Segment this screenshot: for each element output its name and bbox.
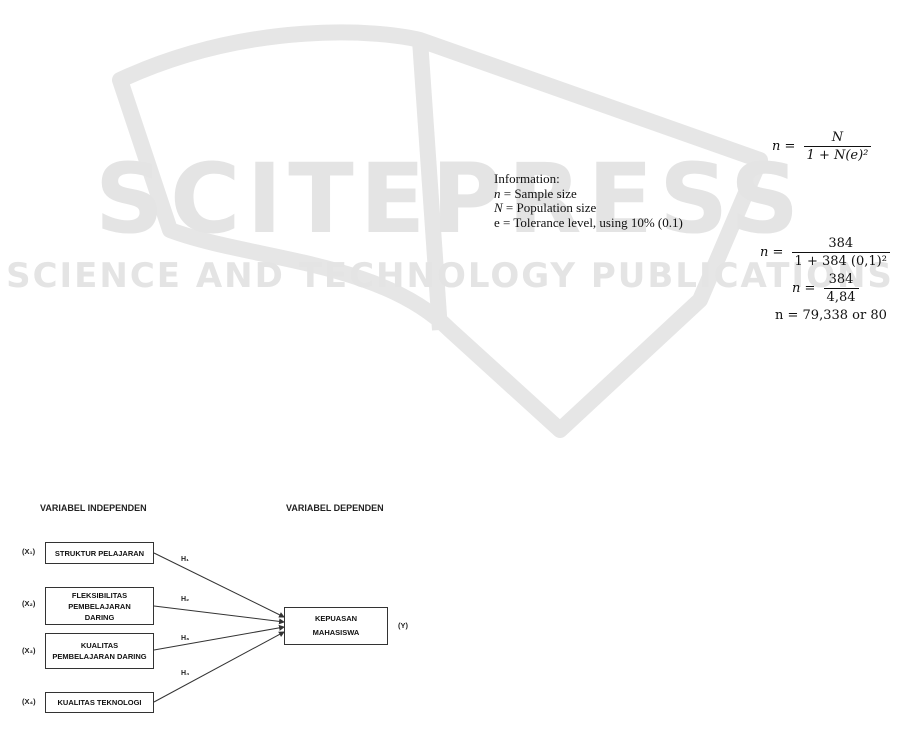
research-model-diagram: VARIABEL INDEPENDEN VARIABEL DEPENDEN (X… bbox=[0, 490, 430, 720]
var-x3: (X₃) bbox=[22, 646, 36, 655]
book-outline-icon bbox=[112, 24, 768, 438]
calc-step2-numerator: 384 bbox=[828, 272, 854, 287]
calc-step1-denominator: 1 + 384 (0,1)² bbox=[791, 252, 890, 269]
calc-step1: n = 384 1 + 384 (0,1)² bbox=[760, 236, 890, 269]
information-block: Information: n = Sample size N = Populat… bbox=[494, 171, 683, 230]
label-h3: H₃ bbox=[181, 635, 190, 642]
arrow-h1 bbox=[153, 552, 285, 618]
information-e: e = Tolerance level, using 10% (0.1) bbox=[494, 214, 683, 230]
N-symbol: N bbox=[494, 200, 503, 215]
box-fleksibilitas: FLEKSIBILITAS PEMBELAJARAN DARING bbox=[45, 587, 154, 625]
calc-step1-fraction: 384 1 + 384 (0,1)² bbox=[791, 236, 890, 269]
var-x1: (X₁) bbox=[22, 547, 36, 556]
label-h2: H₂ bbox=[181, 596, 190, 603]
information-title: Information: bbox=[494, 171, 560, 186]
label-h1: H₁ bbox=[181, 556, 189, 563]
calc-step2: n = 384 4,84 bbox=[792, 272, 859, 305]
calc-step2-lhs: n = bbox=[792, 281, 816, 296]
calc-result: n = 79,338 or 80 bbox=[775, 308, 887, 323]
n-symbol: n bbox=[494, 185, 501, 201]
kepuasan-line2: MAHASISWA bbox=[312, 628, 360, 637]
formula-denominator: 1 + N(e)² bbox=[803, 146, 872, 163]
box-kualitas-teknologi: KUALITAS TEKNOLOGI bbox=[45, 692, 154, 713]
dependent-heading: VARIABEL DEPENDEN bbox=[286, 503, 384, 513]
information-n: n = Sample size bbox=[494, 185, 683, 202]
formula-lhs: n = bbox=[772, 139, 796, 154]
formula-main: n = N 1 + N(e)² bbox=[772, 130, 872, 163]
box-struktur-pelajaran: STRUKTUR PELAJARAN bbox=[45, 542, 154, 564]
calc-step1-numerator: 384 bbox=[828, 236, 854, 251]
var-x4: (X₄) bbox=[22, 697, 36, 706]
diagram-arrows bbox=[153, 552, 285, 703]
watermark-title: SCITEPRESS bbox=[95, 143, 805, 255]
calc-step2-fraction: 384 4,84 bbox=[823, 272, 859, 305]
n-desc: = Sample size bbox=[500, 185, 577, 201]
label-h4: H₄ bbox=[181, 670, 190, 677]
arrow-h2 bbox=[153, 605, 285, 625]
var-y: (Y) bbox=[398, 621, 408, 630]
arrow-h4 bbox=[153, 631, 285, 703]
calc-step2-denominator: 4,84 bbox=[823, 288, 859, 305]
information-N: N = Population size bbox=[494, 200, 683, 216]
calc-step1-lhs: n = bbox=[760, 245, 784, 260]
formula-fraction: N 1 + N(e)² bbox=[803, 130, 872, 163]
N-desc: = Population size bbox=[502, 200, 597, 215]
kepuasan-line1: KEPUASAN bbox=[314, 614, 358, 623]
box-kepuasan-mahasiswa: KEPUASAN MAHASISWA bbox=[284, 607, 388, 645]
independent-heading: VARIABEL INDEPENDEN bbox=[40, 503, 147, 513]
arrow-h3 bbox=[153, 624, 285, 651]
formula-numerator: N bbox=[831, 130, 844, 145]
var-x2: (X₂) bbox=[22, 599, 36, 608]
box-kualitas-pembelajaran: KUALITAS PEMBELAJARAN DARING bbox=[45, 633, 154, 669]
